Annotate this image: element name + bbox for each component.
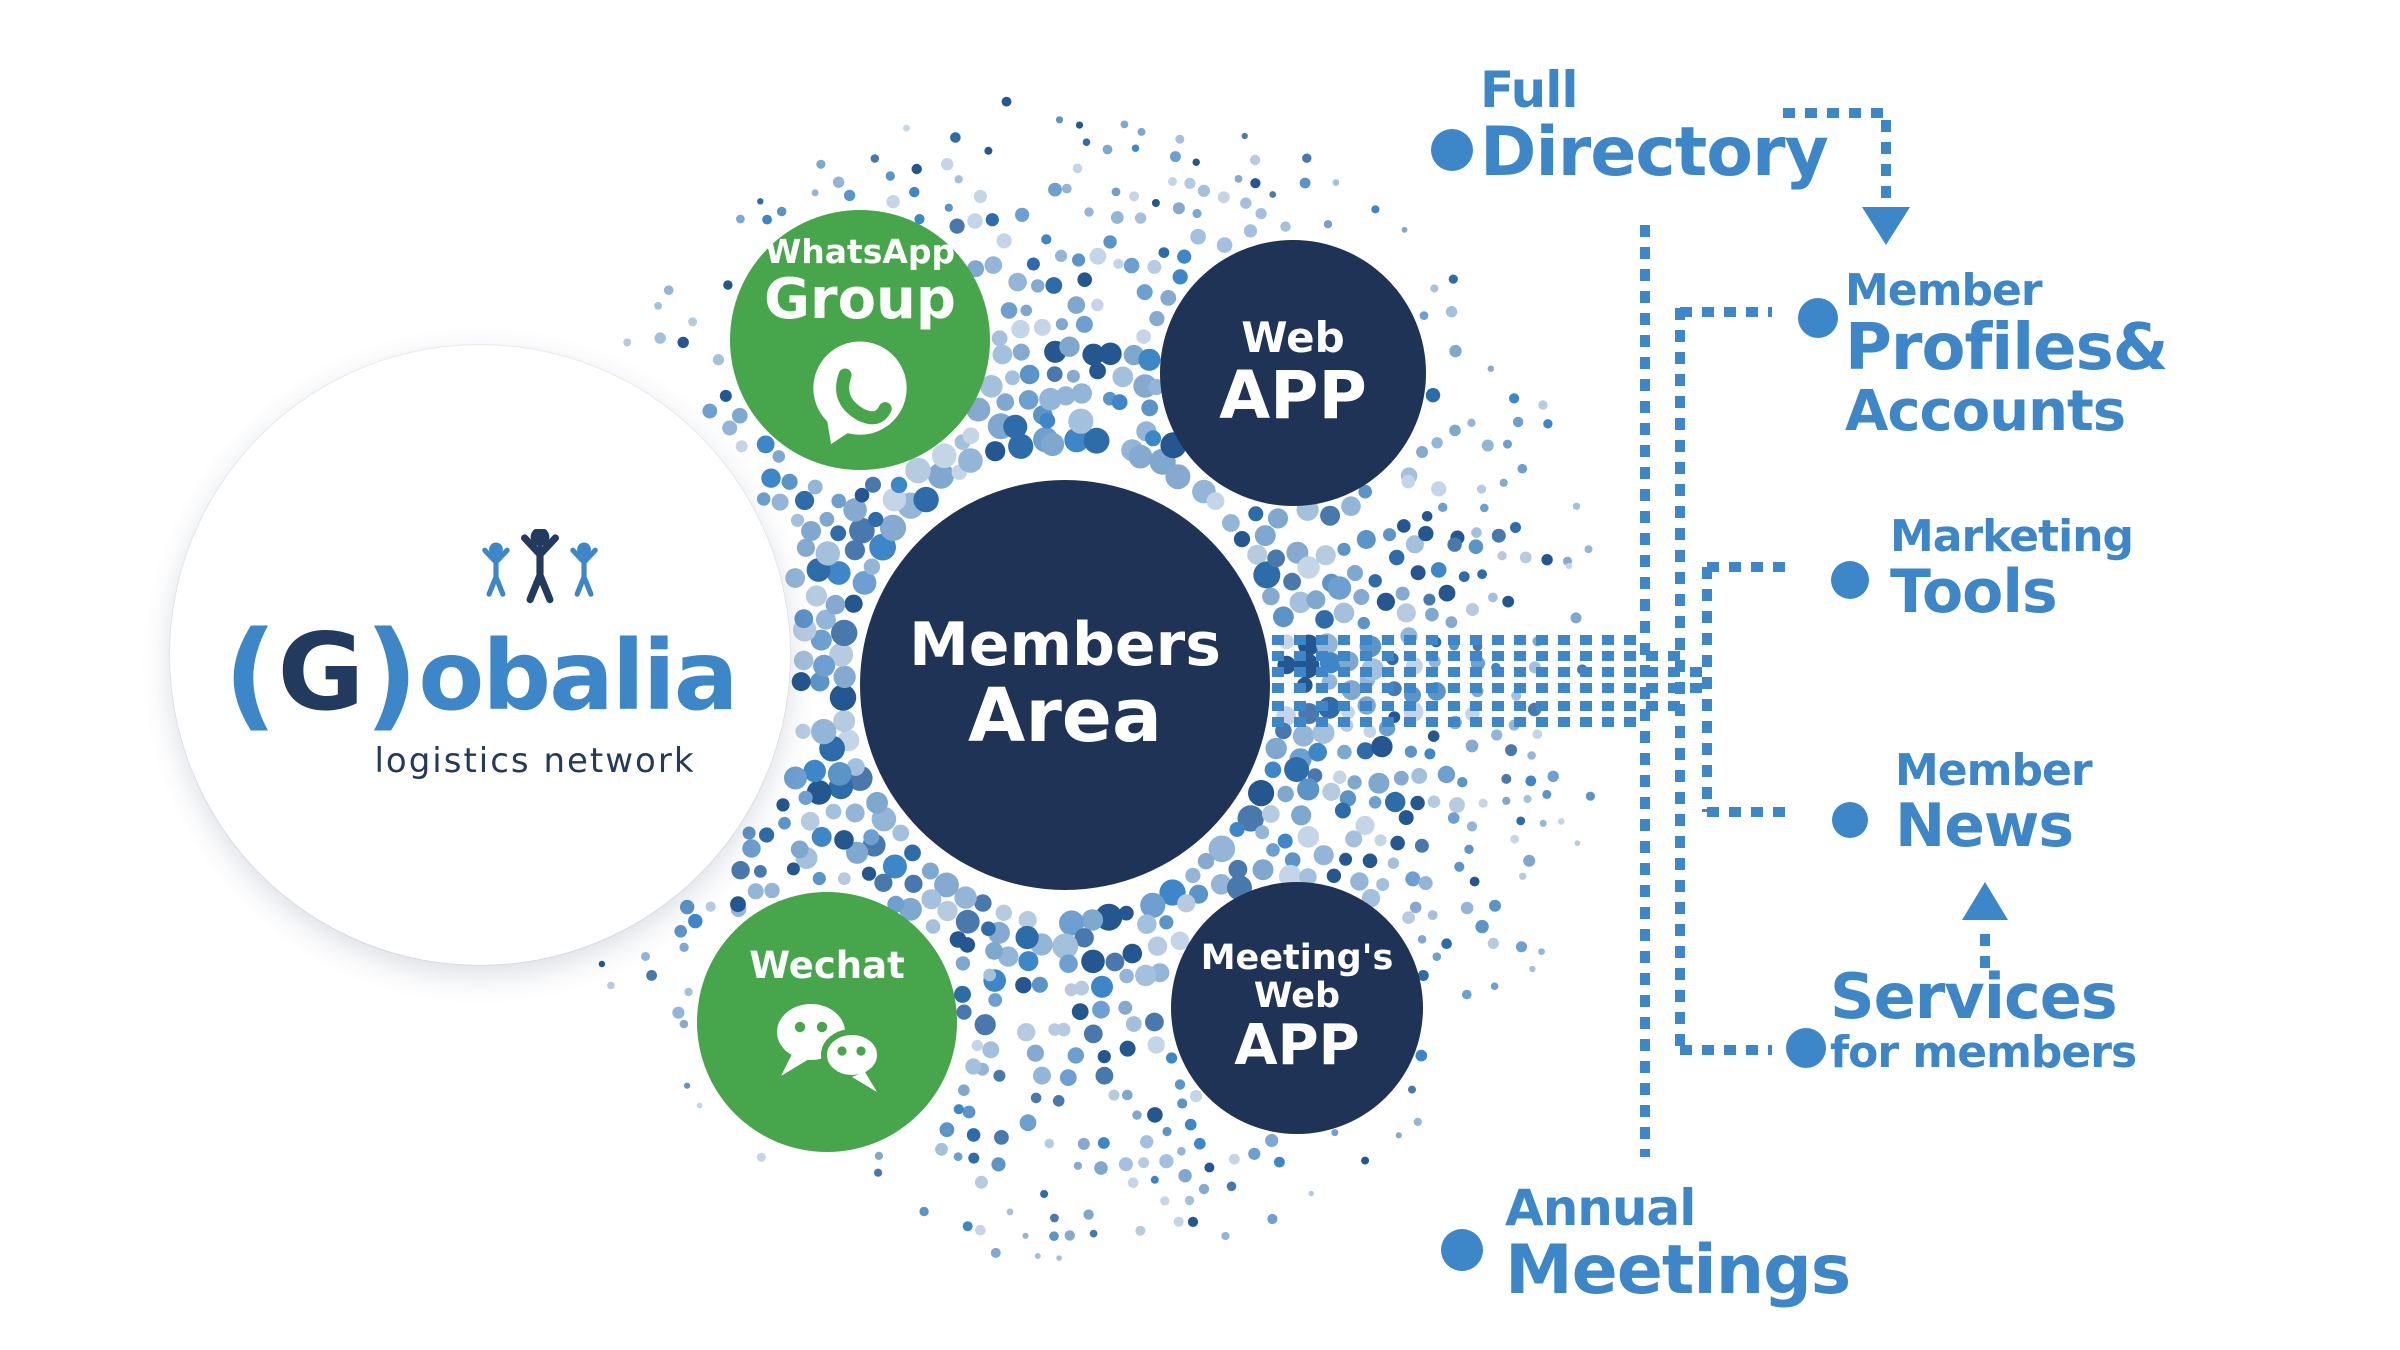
- bullet-annual-meetings: [1441, 1229, 1483, 1271]
- webapp-label-line2: APP: [1219, 357, 1367, 435]
- feature-member-news-line1: Member: [1895, 745, 2093, 796]
- feature-annual-meetings-line2: Meetings: [1505, 1231, 1851, 1310]
- feature-full-directory: Full Directory: [1480, 61, 1829, 192]
- hub-connector-bundle: [1250, 635, 1707, 727]
- meetings-web-app-node: Meeting's Web APP: [1171, 882, 1423, 1134]
- meetings-webapp-label-line3: APP: [1234, 1012, 1360, 1078]
- feature-member-profiles-line3: Accounts: [1845, 379, 2126, 445]
- whatsapp-icon: [813, 341, 907, 445]
- hub-label-line1: Members: [909, 609, 1221, 680]
- meetings-webapp-label-line2: Web: [1253, 975, 1341, 1016]
- bullet-member-news: [1832, 802, 1868, 838]
- logo-paren-open: (: [223, 605, 278, 743]
- feature-full-directory-line1: Full: [1480, 61, 1579, 119]
- logo-tagline: logistics network: [374, 741, 696, 781]
- arrow-down-head-icon: [1862, 207, 1910, 245]
- meetings-webapp-label-line1: Meeting's: [1200, 937, 1394, 978]
- jumping-people-icon: [482, 529, 598, 604]
- halftone-dot-field: [598, 96, 1595, 1261]
- bullet-full-directory: [1431, 129, 1473, 171]
- feature-member-profiles-line1: Member: [1845, 265, 2043, 316]
- feature-annual-meetings-line1: Annual: [1505, 1179, 1696, 1237]
- feature-marketing-tools: Marketing Tools: [1890, 511, 2134, 627]
- feature-marketing-tools-line1: Marketing: [1890, 511, 2134, 562]
- whatsapp-label-line1: WhatsApp: [764, 231, 956, 271]
- wechat-node: Wechat: [697, 892, 957, 1152]
- globalia-logo-circle: (G)obalia logistics network: [170, 345, 790, 965]
- feature-services-line2: for members: [1830, 1026, 2137, 1078]
- feature-member-profiles: Member Profiles& Accounts: [1845, 265, 2168, 445]
- arrow-up-head-icon: [1962, 882, 2008, 920]
- webapp-label-line1: Web: [1241, 312, 1345, 362]
- whatsapp-label-line2: Group: [763, 266, 956, 332]
- logo-name-rest: obalia: [418, 620, 738, 732]
- bullet-services: [1786, 1028, 1826, 1068]
- web-app-node: Web APP: [1160, 240, 1426, 506]
- logo-paren-close: ): [364, 605, 419, 743]
- bullet-marketing-tools: [1831, 561, 1869, 599]
- feature-marketing-tools-line2: Tools: [1890, 556, 2058, 627]
- hub-label-line2: Area: [968, 673, 1162, 760]
- logo-wordmark: (G)obalia: [224, 615, 739, 733]
- feature-full-directory-line2: Directory: [1480, 113, 1829, 192]
- feature-services-line1: Services: [1830, 960, 2118, 1033]
- feature-services: Services for members: [1830, 960, 2137, 1078]
- feature-member-news: Member News: [1895, 745, 2093, 861]
- whatsapp-group-node: WhatsApp Group: [730, 210, 990, 470]
- logo-initial: G: [277, 611, 365, 734]
- wechat-label: Wechat: [749, 944, 905, 988]
- feature-annual-meetings: Annual Meetings: [1505, 1179, 1851, 1310]
- arrow-directory-to-profiles-line: [1783, 108, 1891, 207]
- bullet-member-profiles: [1798, 298, 1838, 338]
- feature-member-profiles-line2: Profiles&: [1845, 310, 2168, 385]
- feature-member-news-line2: News: [1895, 790, 2074, 861]
- members-area-hub: Members Area: [860, 480, 1270, 890]
- wechat-icon: [777, 1003, 883, 1092]
